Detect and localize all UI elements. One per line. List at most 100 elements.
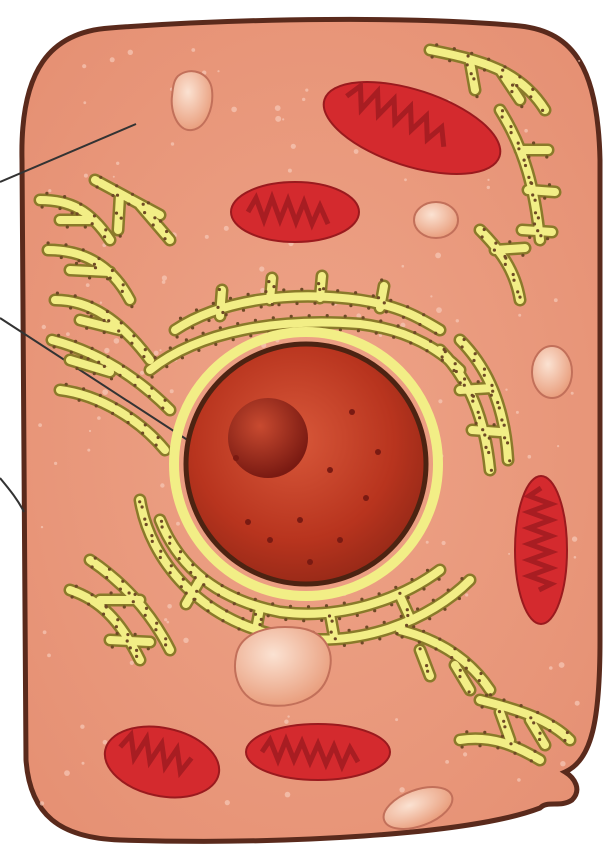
- ribosome-dot: [180, 585, 183, 588]
- ribosome-dot: [496, 746, 499, 749]
- cytoplasm-speckle: [41, 526, 43, 528]
- ribosome-dot: [205, 575, 208, 578]
- ribosome-dot: [489, 693, 492, 696]
- ribosome-dot: [79, 203, 82, 206]
- ribosome-dot: [475, 422, 478, 425]
- ribosome-dot: [472, 395, 475, 398]
- ribosome-dot: [459, 381, 462, 384]
- ribosome-dot: [422, 313, 425, 316]
- ribosome-dot: [470, 52, 473, 55]
- ribosome-dot: [533, 222, 536, 225]
- ribosome-dot: [80, 356, 83, 359]
- ribosome-dot: [97, 257, 100, 260]
- ribosome-dot: [331, 620, 334, 623]
- ribosome-dot: [365, 626, 368, 629]
- ribosome-dot: [401, 635, 404, 638]
- ribosome-dot: [354, 291, 357, 294]
- ribosome-dot: [110, 591, 113, 594]
- ribosome-dot: [197, 349, 200, 352]
- ribosome-dot: [528, 236, 531, 239]
- ribosome-dot: [151, 375, 154, 378]
- ribosome-dot: [406, 608, 409, 611]
- ribosome-dot: [164, 399, 167, 402]
- ribosome-dot: [531, 88, 534, 91]
- ribosome-dot: [74, 340, 77, 343]
- ribosome-dot: [99, 176, 102, 179]
- ribosome-dot: [425, 664, 428, 667]
- chromatin-dot: [233, 455, 239, 461]
- ribosome-dot: [377, 296, 380, 299]
- ribosome-dot: [485, 694, 488, 697]
- ribosome-dot: [475, 95, 478, 98]
- cytoplasm-speckle: [191, 48, 195, 52]
- cytoplasm-speckle: [508, 553, 510, 555]
- cytoplasm-speckle: [82, 64, 86, 68]
- ribosome-dot: [328, 614, 331, 617]
- ribosome-dot: [453, 47, 456, 50]
- ribosome-dot: [126, 633, 129, 636]
- cytoplasm-speckle: [86, 283, 90, 287]
- ribosome-dot: [91, 347, 94, 350]
- ribosome-dot: [435, 43, 438, 46]
- ribosome-dot: [488, 437, 491, 440]
- chromatin-dot: [267, 537, 273, 543]
- ribosome-dot: [426, 670, 429, 673]
- ribosome-dot: [147, 647, 150, 650]
- ribosome-dot: [441, 359, 444, 362]
- ribosome-dot: [344, 315, 347, 318]
- ribosome-dot: [452, 369, 455, 372]
- ribosome-dot: [517, 142, 520, 145]
- ribosome-dot: [406, 614, 409, 617]
- cytoplasm-speckle: [275, 105, 281, 111]
- ribosome-dot: [548, 183, 551, 186]
- ribosome-dot: [483, 368, 486, 371]
- ribosome-dot: [181, 356, 184, 359]
- ribosome-dot: [501, 69, 504, 72]
- ribosome-dot: [517, 147, 520, 150]
- ribosome-dot: [254, 598, 257, 601]
- cytoplasm-speckle: [40, 801, 44, 805]
- ribosome-dot: [93, 214, 96, 217]
- cytoplasm-speckle: [487, 179, 489, 181]
- ribosome-dot: [416, 607, 419, 610]
- cytoplasm-speckle: [43, 630, 47, 634]
- cytoplasm-speckle: [83, 101, 86, 104]
- cytoplasm-speckle: [97, 416, 101, 420]
- ribosome-dot: [78, 399, 81, 402]
- ribosome-dot: [512, 279, 515, 282]
- ribosome-dot: [289, 605, 292, 608]
- cytoplasm-speckle: [116, 162, 119, 165]
- ribosome-dot: [212, 302, 215, 305]
- ribosome-dot: [221, 584, 224, 587]
- ribosome-dot: [75, 585, 78, 588]
- ribosome-dot: [169, 571, 172, 574]
- ribosome-dot: [493, 423, 496, 426]
- ribosome-dot: [142, 355, 145, 358]
- ribosome-dot: [237, 627, 240, 630]
- ribosome-dot: [121, 580, 124, 583]
- cytoplasm-speckle: [575, 701, 580, 706]
- ribosome-dot: [454, 362, 457, 365]
- ribosome-dot: [503, 424, 506, 427]
- cytoplasm-speckle: [285, 792, 291, 798]
- cytoplasm-speckle: [89, 430, 91, 432]
- ribosome-dot: [141, 505, 144, 508]
- ribosome-dot: [282, 288, 285, 291]
- ribosome-dot: [142, 203, 145, 206]
- ribosome-dot: [141, 432, 144, 435]
- ribosome-dot: [508, 459, 511, 462]
- ribosome-dot: [107, 319, 110, 322]
- ribosome-dot: [94, 557, 97, 560]
- ribosome-dot: [529, 95, 532, 98]
- ribosome-dot: [119, 235, 122, 238]
- ribosome-dot: [217, 594, 220, 597]
- ribosome-dot: [258, 623, 261, 626]
- chromatin-dot: [245, 519, 251, 525]
- ribosome-dot: [194, 576, 197, 579]
- chromatin-dot: [375, 449, 381, 455]
- cytoplasm-speckle: [438, 399, 442, 403]
- ribosome-dot: [189, 571, 192, 574]
- ribosome-dot: [500, 418, 503, 421]
- ribosome-dot: [122, 283, 125, 286]
- nuclear-envelope: [186, 344, 426, 584]
